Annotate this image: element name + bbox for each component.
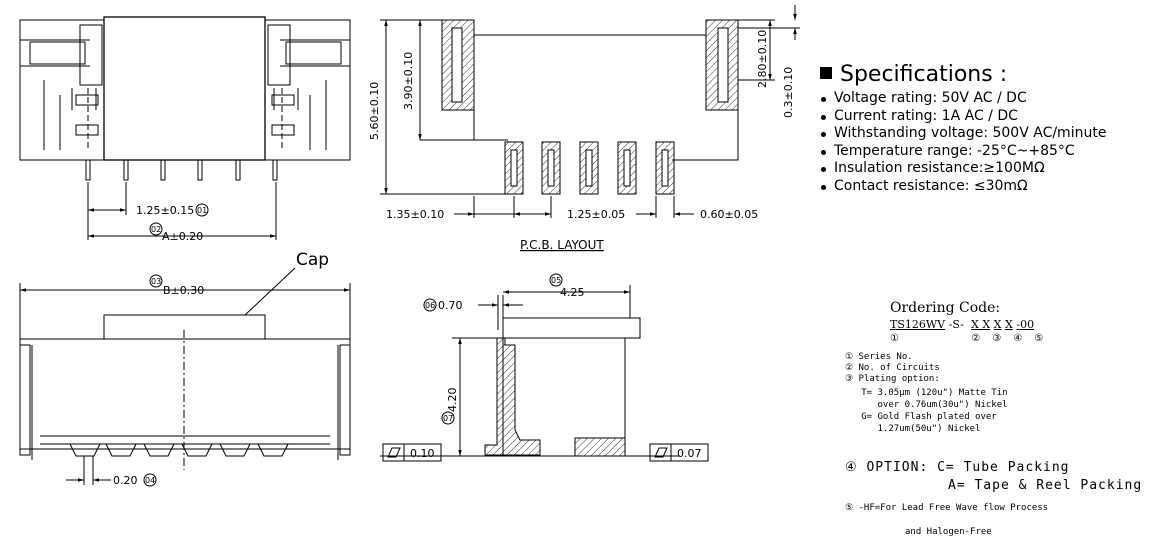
spec-insulation-resistance: Insulation resistance:≥100MΩ <box>820 160 1150 178</box>
flatness-right: 0.07 <box>677 447 702 460</box>
note-option-tape: A= Tape & Reel Packing <box>948 478 1143 493</box>
note-circuits: ② No. of Circuits <box>845 363 940 373</box>
ordering-code-numbers: ① ② ③ ④ ⑤ <box>890 333 1044 344</box>
ordering-code: TS126WV -S- X X X X -00 <box>890 318 1035 331</box>
ref-02: 02 <box>151 225 161 234</box>
spec-contact-resistance: Contact resistance: ≤30mΩ <box>820 178 1150 196</box>
pcb-layout <box>380 5 800 218</box>
note-plating-g2: 1.27um(50u") Nickel <box>845 424 981 434</box>
dim-pitch-layout: 1.25±0.05 <box>567 208 625 221</box>
ref-02-circle <box>149 222 163 236</box>
note-plating: ③ Plating option: <box>845 374 940 384</box>
ref-04: 04 <box>145 476 155 485</box>
ref-05: 05 <box>551 276 561 285</box>
specifications-title: Specifications : <box>820 62 1150 88</box>
ref-04-circle <box>143 473 157 487</box>
note-option-tube: ④ OPTION: C= Tube Packing <box>845 460 1070 475</box>
cap-label: Cap <box>296 250 329 270</box>
spec-temperature-range: Temperature range: -25°C~+85°C <box>820 143 1150 161</box>
ref-01-circle <box>195 203 209 217</box>
dim-height-3-90: 3.90±0.10 <box>402 52 415 110</box>
profile-view <box>380 285 709 462</box>
ref-07: 07 <box>443 414 453 423</box>
front-view <box>19 16 351 240</box>
ref-01: 01 <box>197 206 207 215</box>
dim-height-2-80: 2.80±0.10 <box>756 30 769 88</box>
dim-4-20: 4.20 <box>446 388 459 413</box>
ref-05-circle <box>549 273 563 287</box>
dim-pitch-left: 1.25±0.15 <box>136 204 194 217</box>
dim-B: B±0.30 <box>163 284 204 297</box>
flatness-left: 0.10 <box>410 447 435 460</box>
note-plating-t2: over 0.76um(30u") Nickel <box>845 400 1008 410</box>
specifications-list: Voltage rating: 50V AC / DC Current rati… <box>820 90 1150 195</box>
dim-4-25: 4.25 <box>560 286 585 299</box>
spec-current-rating: Current rating: 1A AC / DC <box>820 108 1150 126</box>
dim-1-35: 1.35±0.10 <box>386 208 444 221</box>
pcb-layout-label: P.C.B. LAYOUT <box>520 238 604 252</box>
side-view <box>19 267 351 485</box>
note-halogen: and Halogen-Free <box>905 527 992 537</box>
dim-A: A±0.20 <box>162 230 203 243</box>
ref-06-circle <box>423 298 437 312</box>
note-plating-t1: T= 3.05μm (120u") Matte Tin <box>845 388 1008 398</box>
ref-03-circle <box>149 274 163 288</box>
dim-height-0-3: 0.3±0.10 <box>782 67 795 118</box>
note-plating-g1: G= Gold Flash plated over <box>845 412 997 422</box>
ref-03: 03 <box>151 277 161 286</box>
ordering-code-title: Ordering Code: <box>890 300 1001 316</box>
ref-07-circle <box>441 411 455 425</box>
ref-06: 06 <box>425 301 435 310</box>
spec-voltage-rating: Voltage rating: 50V AC / DC <box>820 90 1150 108</box>
note-hf: ⑤ -HF=For Lead Free Wave flow Process <box>845 503 1049 513</box>
dim-0-70: 0.70 <box>438 299 463 312</box>
dim-0-60: 0.60±0.05 <box>700 208 758 221</box>
dim-height-5-60: 5.60±0.10 <box>368 82 381 140</box>
spec-withstanding-voltage: Withstanding voltage: 500V AC/minute <box>820 125 1150 143</box>
specifications-panel: Specifications : Voltage rating: 50V AC … <box>820 62 1150 195</box>
dim-0-20: 0.20 <box>113 474 138 487</box>
note-series: ① Series No. <box>845 352 913 362</box>
bullet-square-icon <box>820 67 832 79</box>
